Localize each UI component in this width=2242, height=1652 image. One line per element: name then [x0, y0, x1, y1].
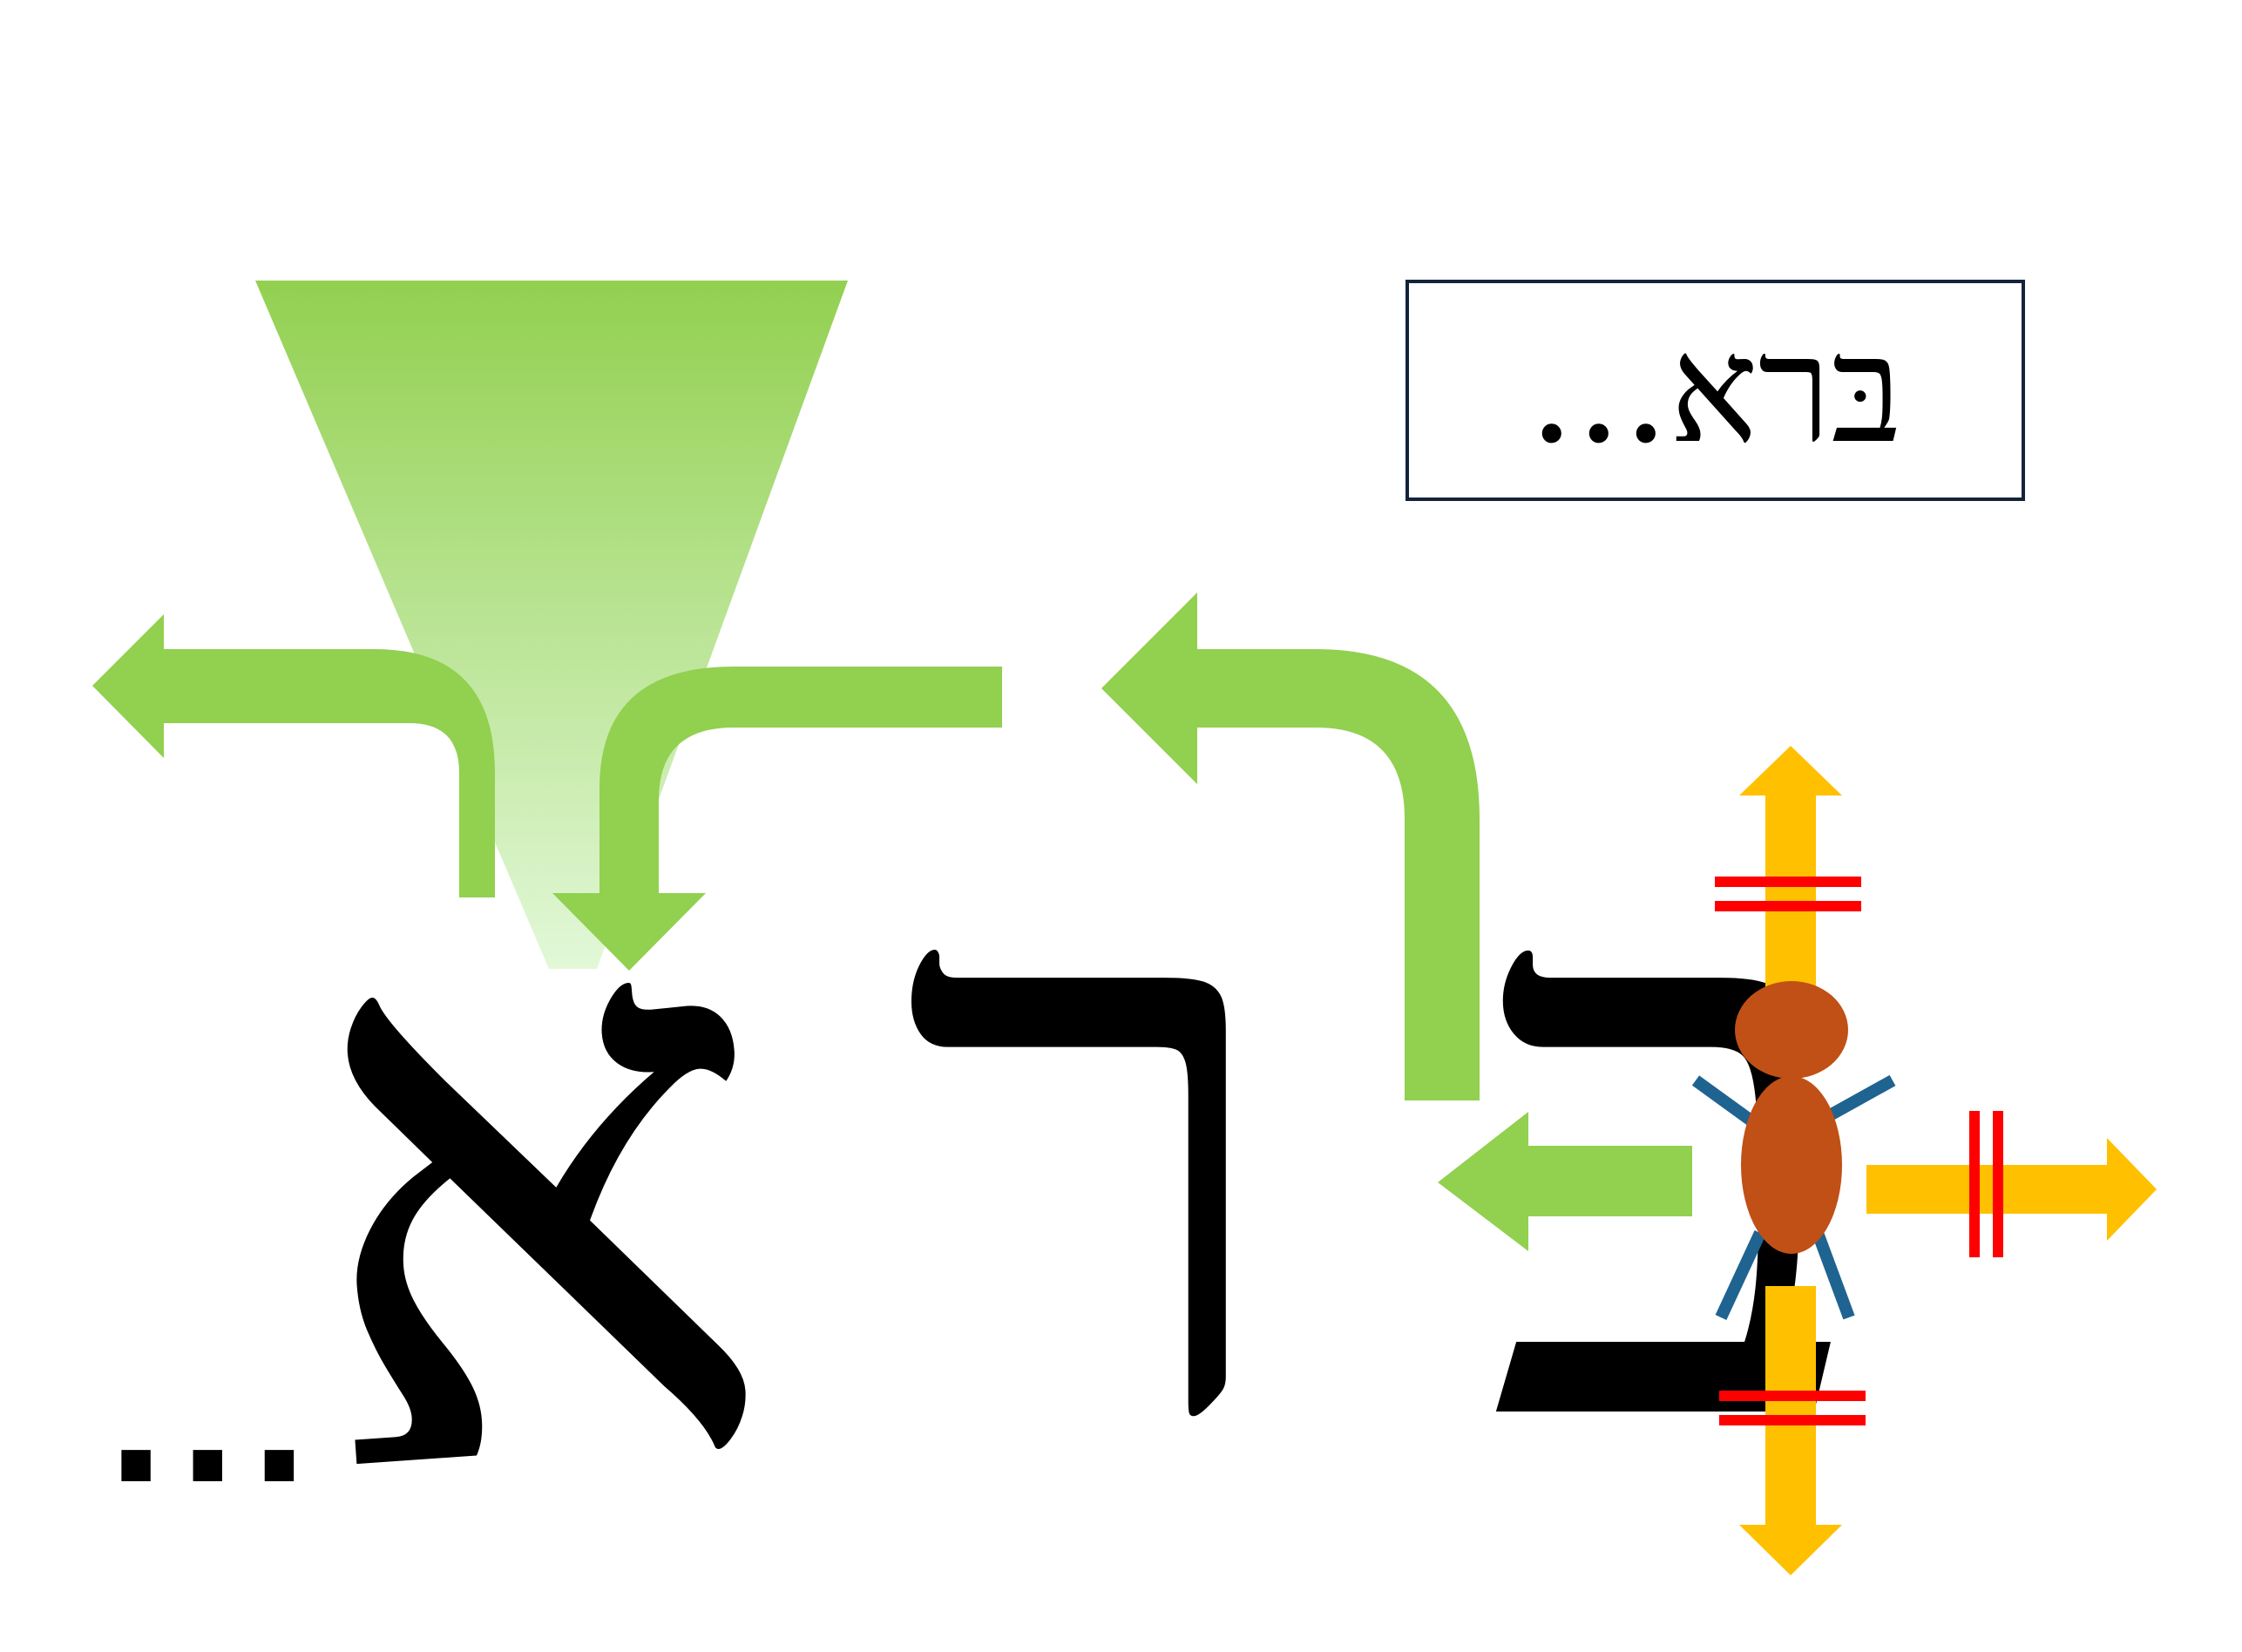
title-word-letters: בּרא — [1669, 304, 1903, 477]
green-arrow-turn-down — [552, 667, 1002, 971]
figure-body — [1735, 981, 1848, 1254]
diagram-graphics — [92, 281, 2157, 1575]
red-bars-right — [1969, 1111, 2003, 1257]
title-word: בּרא... — [1528, 316, 1903, 464]
green-arrow-up-left — [1101, 592, 1480, 1100]
ellipsis-dots: ... — [105, 1328, 320, 1520]
red-bars-top — [1715, 877, 1861, 911]
figure-limbs — [1691, 1074, 1896, 1320]
green-arrow-left — [1438, 1112, 1692, 1251]
title-ellipsis: ... — [1527, 304, 1670, 477]
funnel-shape — [255, 281, 848, 969]
title-box: בּרא... — [1405, 280, 2025, 501]
letter-resh: ר — [902, 685, 1288, 1597]
red-bars-bottom — [1719, 1391, 1866, 1425]
diagram-canvas: בּרא... ב ר א ... — [92, 280, 2157, 1652]
green-arrow-turn-left — [92, 614, 495, 897]
yellow-arrow-down — [1739, 1286, 1842, 1575]
yellow-arrow-right — [1866, 1138, 2157, 1241]
